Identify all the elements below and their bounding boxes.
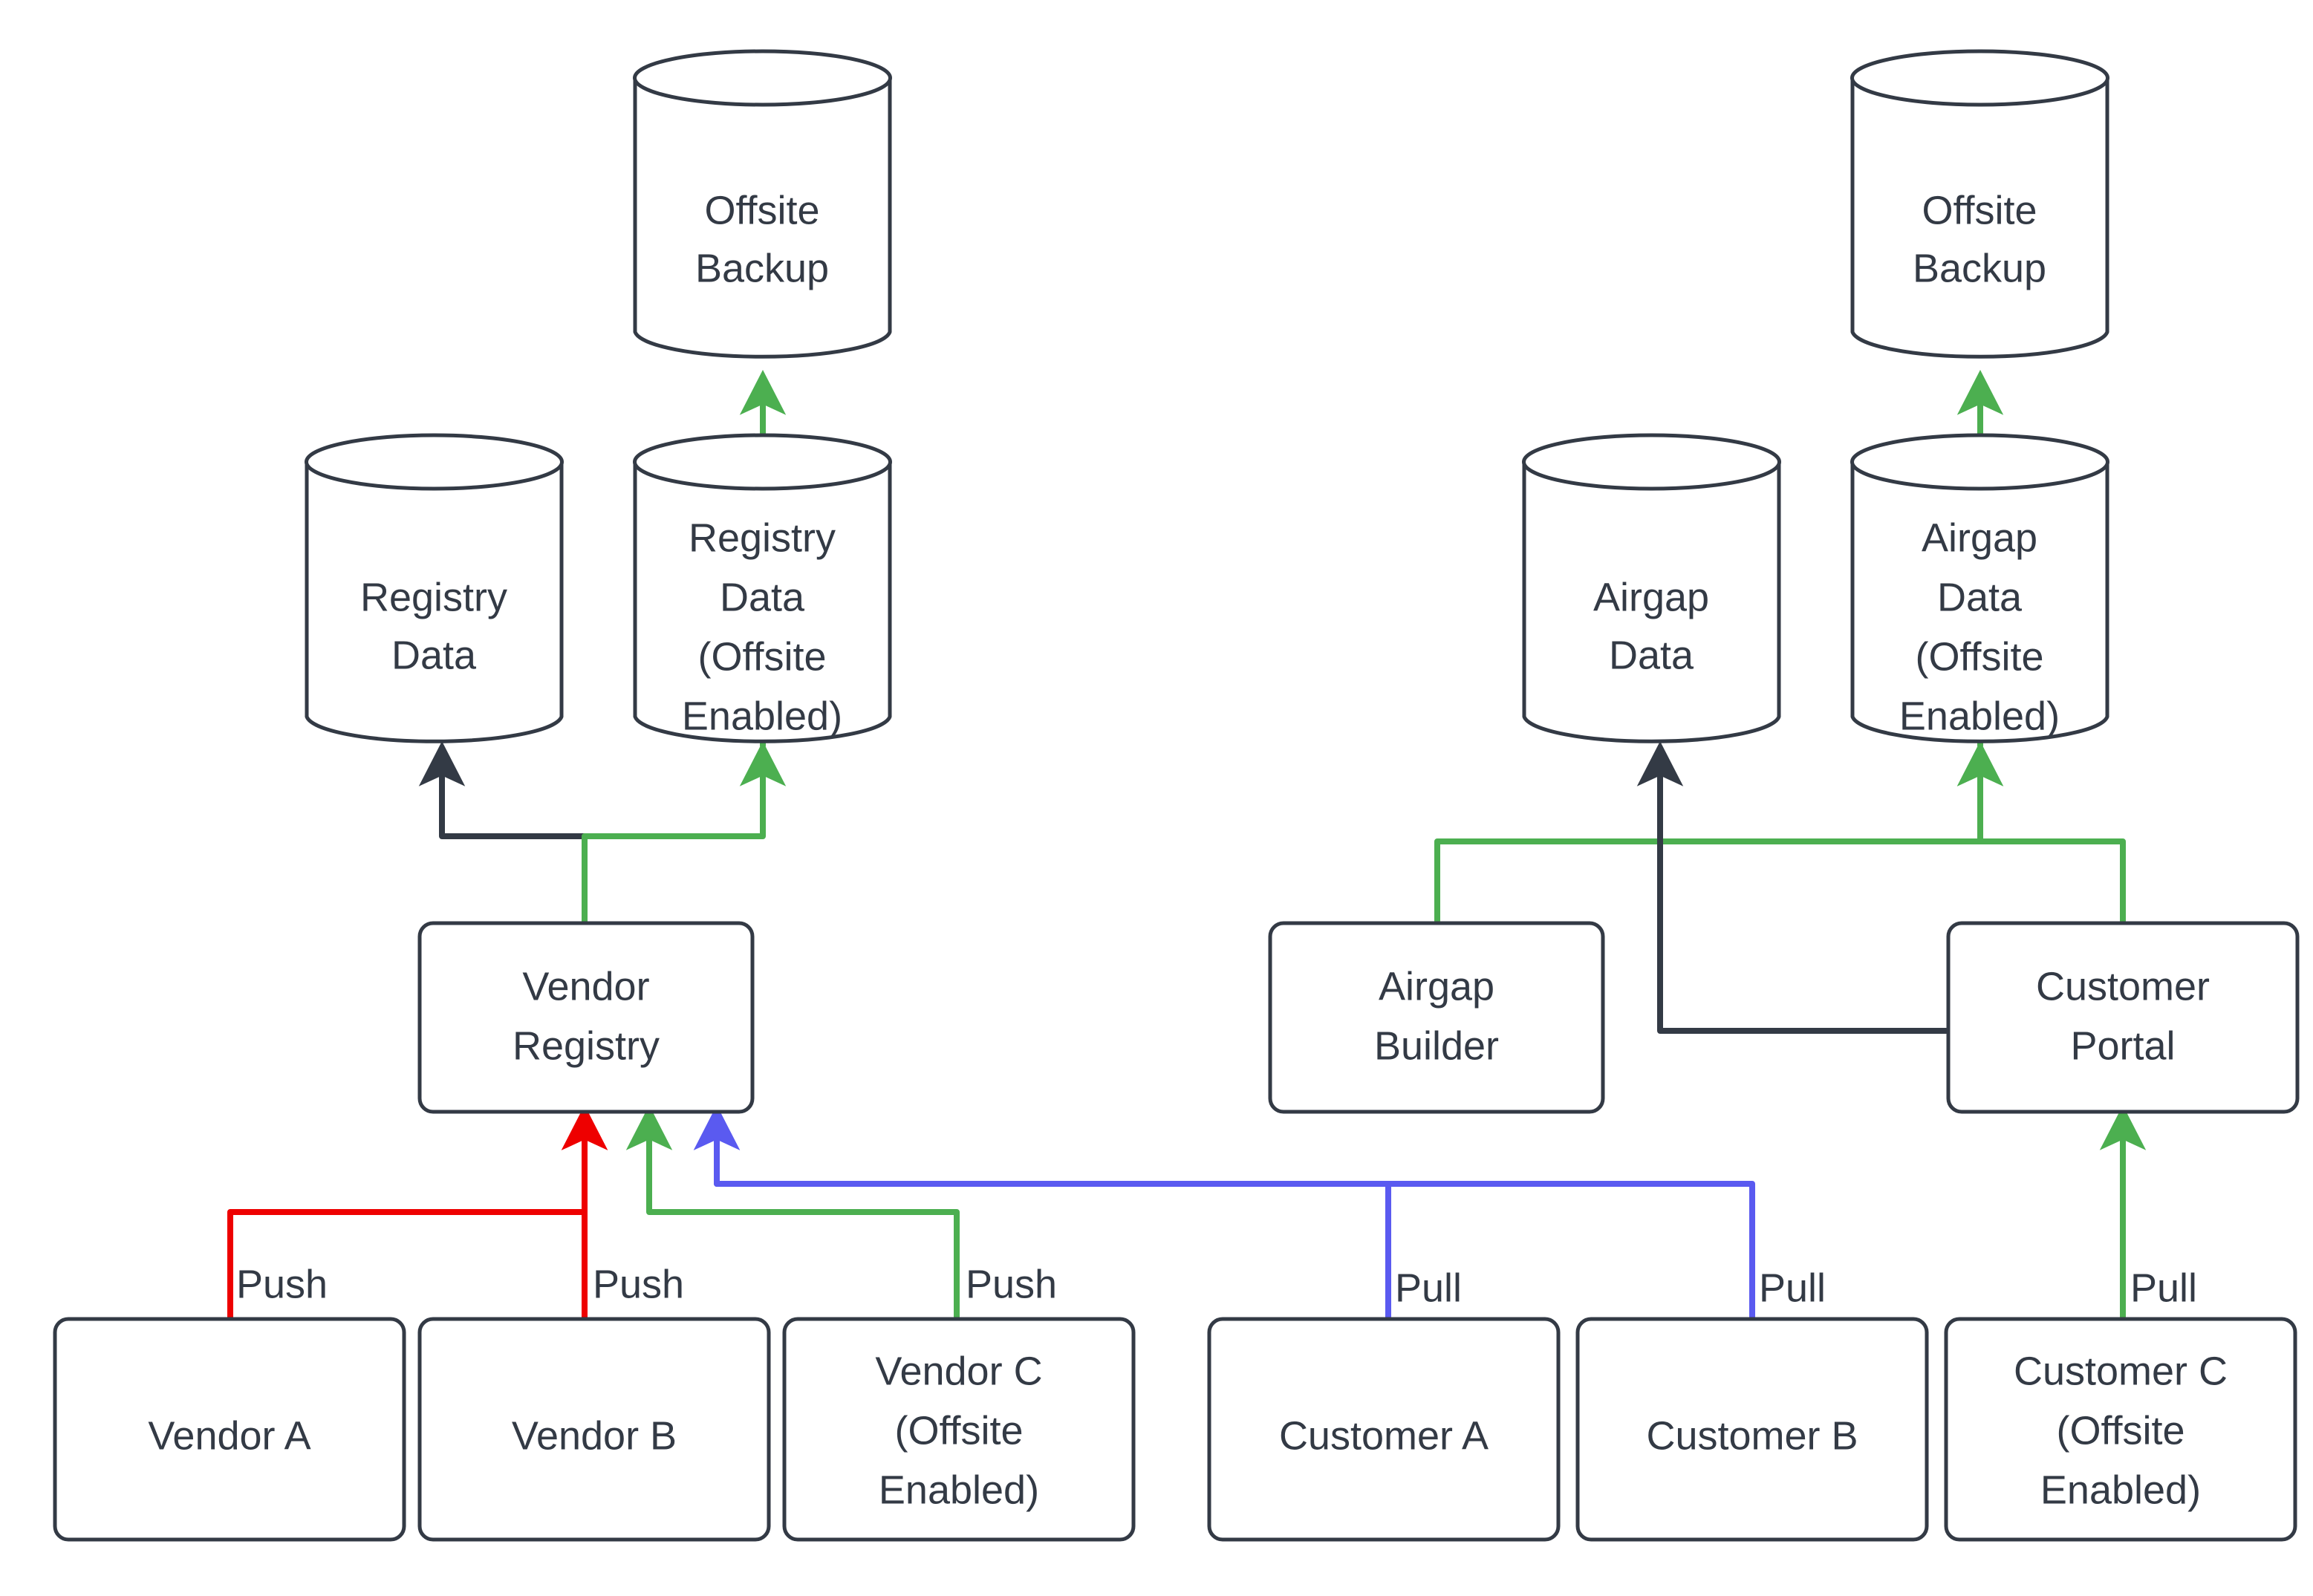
node-customer-a[interactable]: Customer A [1207,1317,1561,1542]
vendor-b-label: Vendor B [512,1413,677,1458]
registry-data-offsite-label-3: (Offsite [697,634,826,679]
registry-data-offsite-label-4: Enabled) [682,694,842,738]
offsite-backup-right-label-1: Offsite [1922,188,2037,232]
edge-label-pull-c: Pull [2130,1266,2197,1310]
vendor-c-label-3: Enabled) [879,1468,1039,1512]
airgap-builder-label-2: Builder [1374,1023,1499,1068]
node-customer-portal[interactable]: Customer Portal [1946,921,2300,1114]
airgap-data-offsite-label-1: Airgap [1922,515,2037,560]
node-vendor-a[interactable]: Vendor A [53,1317,406,1542]
edge-customer-portal-to-airgap-data [1636,740,1949,1034]
edge-label-push-b: Push [593,1262,684,1306]
edge-label-push-a: Push [236,1262,328,1306]
node-offsite-backup-left[interactable]: Offsite Backup [633,49,892,359]
customer-c-label-1: Customer C [2014,1349,2228,1393]
node-vendor-b[interactable]: Vendor B [417,1317,771,1542]
airgap-data-label-2: Data [1609,633,1694,677]
node-customer-b[interactable]: Customer B [1575,1317,1929,1542]
edge-label-pull-a: Pull [1395,1266,1462,1310]
airgap-data-offsite-label-3: (Offsite [1915,634,2043,679]
vendor-c-label-2: (Offsite [894,1408,1023,1453]
airgap-data-label-1: Airgap [1593,575,1709,619]
registry-data-offsite-label-2: Data [720,575,805,619]
node-vendor-c[interactable]: Vendor C (Offsite Enabled) [782,1317,1136,1542]
registry-data-offsite-label-1: Registry [689,515,836,560]
offsite-backup-right-label-2: Backup [1913,246,2046,290]
edge-customer-b-to-vendor-registry [693,1104,1755,1320]
vendor-registry-label-2: Registry [513,1023,660,1068]
edge-vendor-registry-to-registry-data [418,740,588,924]
customer-portal-label-2: Portal [2070,1023,2175,1068]
node-airgap-data[interactable]: Airgap Data [1522,433,1781,743]
airgap-builder-label-1: Airgap [1379,964,1494,1009]
edge-airgap-builder-to-airgap-data-offsite [1434,740,2004,924]
airgap-data-offsite-label-4: Enabled) [1899,694,2060,738]
node-airgap-data-offsite[interactable]: Airgap Data (Offsite Enabled) [1850,433,2109,743]
node-customer-c[interactable]: Customer C (Offsite Enabled) [1944,1317,2297,1542]
edge-label-push-c: Push [966,1262,1057,1306]
airgap-data-offsite-label-2: Data [1937,575,2023,619]
edge-vendor-c-to-vendor-registry [625,1104,960,1320]
customer-a-label: Customer A [1279,1413,1489,1458]
customer-portal-label-1: Customer [2036,964,2210,1009]
edge-label-pull-b: Pull [1759,1266,1826,1310]
node-registry-data-offsite[interactable]: Registry Data (Offsite Enabled) [633,433,892,743]
customer-b-label: Customer B [1646,1413,1858,1458]
node-vendor-registry[interactable]: Vendor Registry [417,921,755,1114]
edge-customer-portal-to-airgap-data-offsite [1956,740,2126,924]
offsite-backup-left-label-2: Backup [695,246,829,290]
vendor-registry-label-1: Vendor [522,964,649,1009]
node-airgap-builder[interactable]: Airgap Builder [1268,921,1605,1114]
offsite-backup-left-label-1: Offsite [704,188,819,232]
customer-c-label-2: (Offsite [2056,1408,2184,1453]
node-registry-data[interactable]: Registry Data [305,433,564,743]
vendor-a-label: Vendor A [148,1413,310,1458]
registry-data-label-1: Registry [360,575,507,619]
registry-data-label-2: Data [391,633,477,677]
node-offsite-backup-right[interactable]: Offsite Backup [1850,49,2109,359]
customer-c-label-3: Enabled) [2040,1468,2201,1512]
vendor-c-label-1: Vendor C [875,1349,1042,1393]
edge-vendor-registry-to-registry-data-offsite [582,740,787,924]
